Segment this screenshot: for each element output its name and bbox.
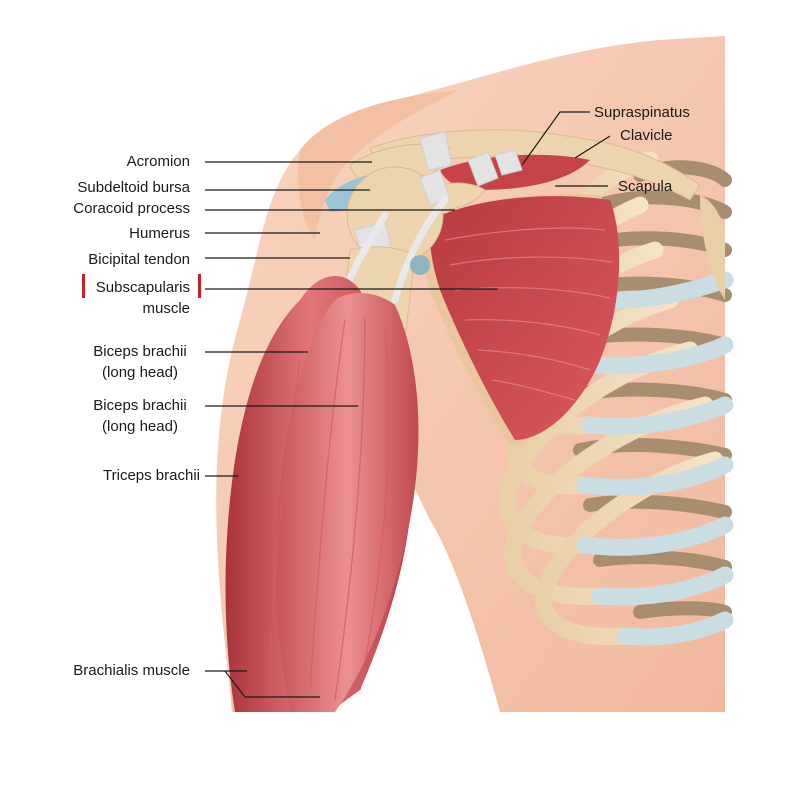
label-biceps-long-2-line1: Biceps brachii bbox=[93, 397, 187, 414]
label-scapula: Scapula bbox=[618, 178, 673, 195]
biceps-fibers bbox=[269, 317, 390, 701]
label-subscapularis-line1: Subscapularis bbox=[95, 279, 190, 296]
label-biceps-long-1-line1: Biceps brachii bbox=[93, 343, 187, 360]
highlight-marker-left bbox=[82, 274, 85, 298]
biceps-muscle bbox=[276, 293, 419, 712]
label-brachialis: Brachialis muscle bbox=[73, 662, 190, 679]
tendon-sheath bbox=[410, 255, 430, 275]
label-supraspinatus: Supraspinatus bbox=[594, 104, 690, 121]
label-biceps-long-2-line2: (long head) bbox=[102, 418, 178, 435]
label-subdeltoid-bursa: Subdeltoid bursa bbox=[77, 179, 190, 196]
leader-supraspinatus bbox=[521, 111, 590, 166]
deltoid-bulge bbox=[298, 90, 460, 240]
leader-lines bbox=[205, 111, 611, 698]
label-coracoid-process: Coracoid process bbox=[73, 200, 190, 217]
sternum-edge bbox=[700, 195, 725, 300]
label-biceps-long-1-line2: (long head) bbox=[102, 364, 178, 381]
leader-clavicle bbox=[574, 135, 611, 159]
leader-brachialis-branch bbox=[224, 670, 320, 698]
label-humerus: Humerus bbox=[129, 225, 190, 242]
highlight-marker-right bbox=[198, 274, 201, 298]
label-triceps: Triceps brachii bbox=[103, 467, 200, 484]
label-subscapularis-line2: muscle bbox=[142, 300, 190, 317]
label-bicipital-tendon: Bicipital tendon bbox=[88, 251, 190, 268]
label-acromion: Acromion bbox=[126, 153, 190, 170]
label-clavicle: Clavicle bbox=[620, 127, 673, 144]
subscapularis-muscle bbox=[429, 196, 620, 440]
subscapularis-striations bbox=[444, 227, 613, 401]
